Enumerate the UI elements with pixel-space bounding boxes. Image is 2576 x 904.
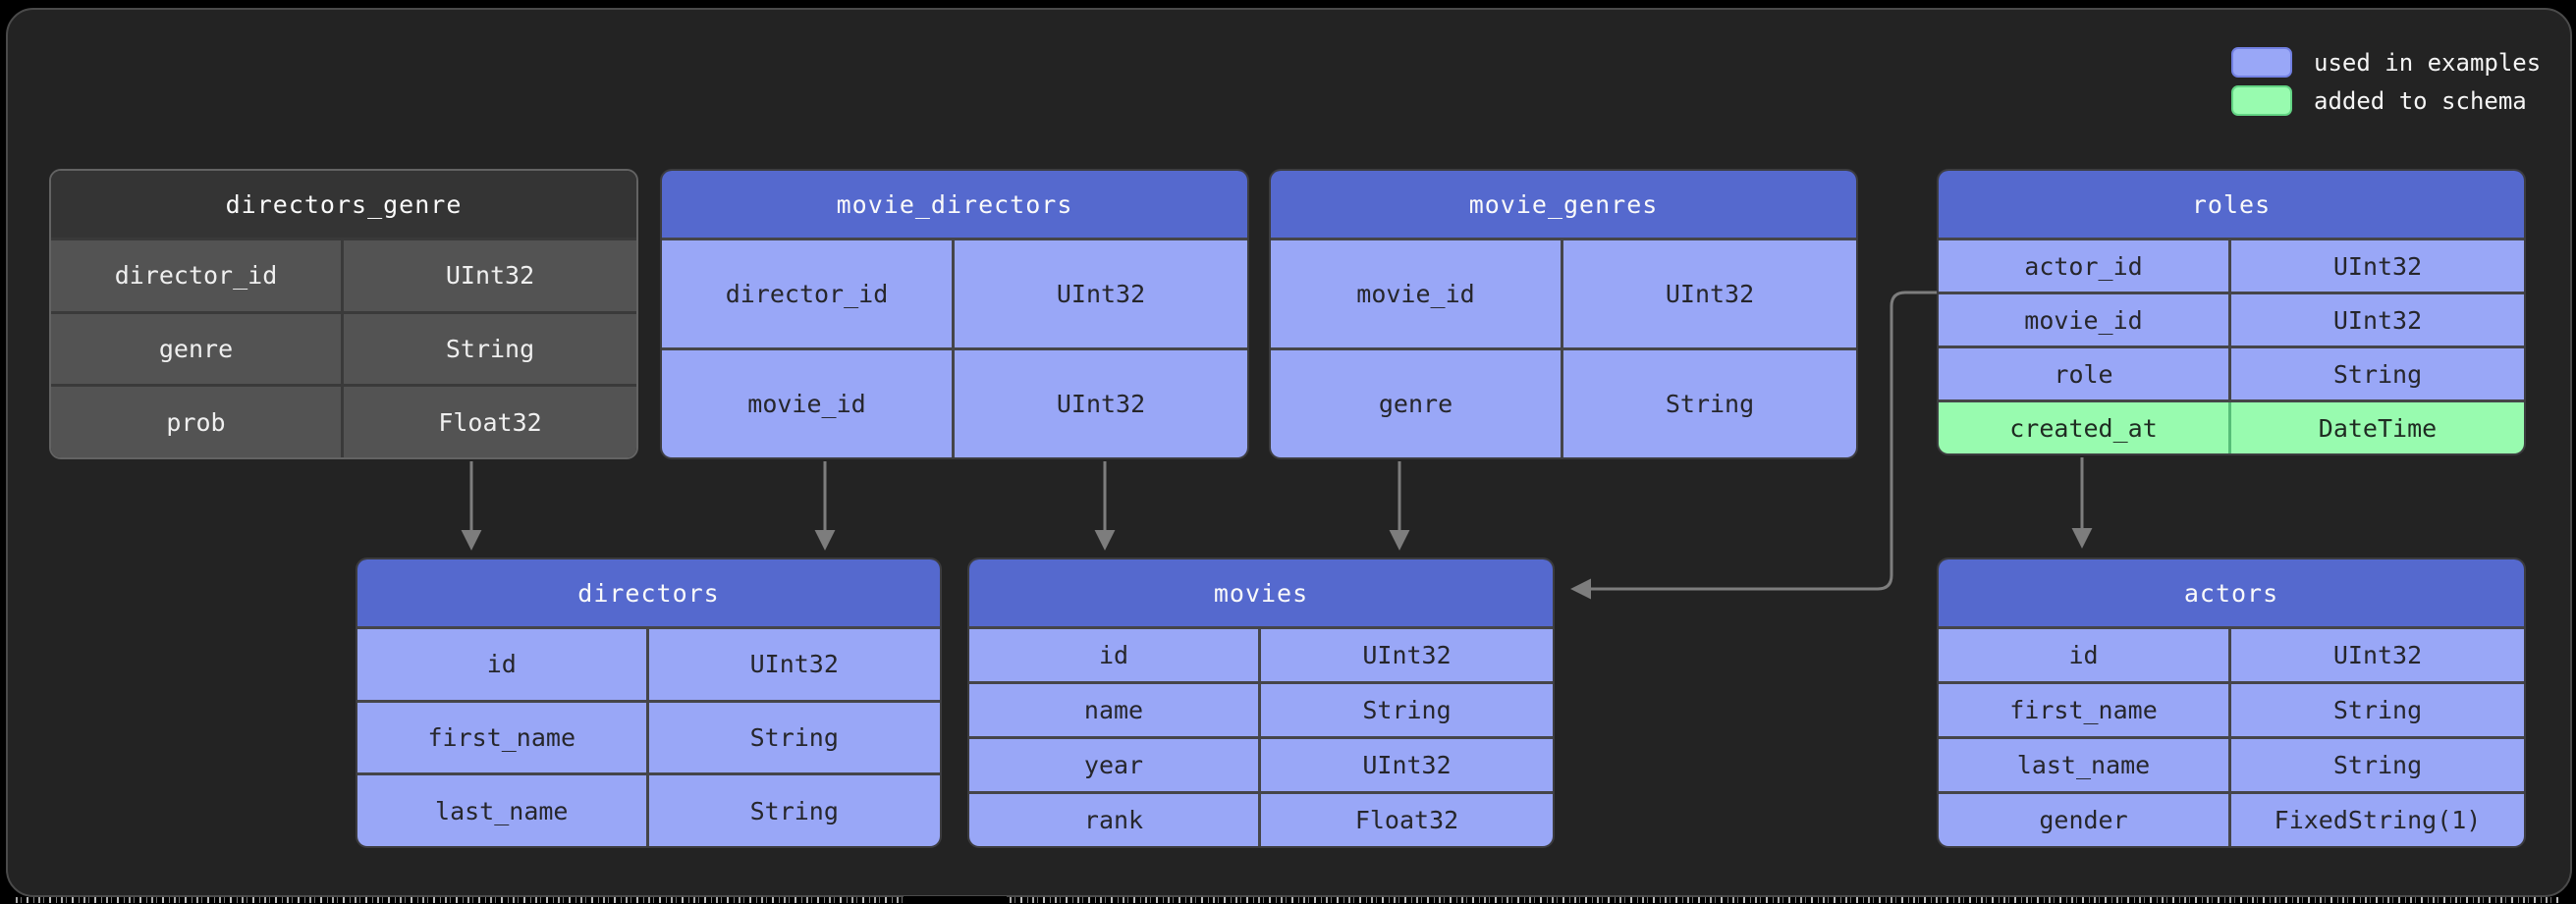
legend-swatch-added-to-schema [2231,85,2292,116]
field-name: director_id [51,240,344,311]
field-type: String [749,796,839,825]
legend-swatch-used-in-examples [2231,47,2292,78]
clipped-text-artifact-gap [904,896,1007,904]
field-name: last_name [357,775,649,846]
field-name: movie_id [1271,240,1563,347]
table-title: roles [1939,171,2524,238]
table-row: year UInt32 [969,736,1553,791]
field-type: String [1362,696,1452,724]
field-type: UInt32 [1362,641,1452,669]
field-name: id [357,629,649,700]
field-name: genre [51,313,344,385]
table-row: id UInt32 [969,626,1553,681]
legend-item-added: added to schema [2231,85,2541,116]
legend-label: used in examples [2314,48,2542,77]
field-name: prob [51,387,344,457]
field-name: id [969,629,1261,681]
table-row: genre String [1271,347,1856,457]
table-row: id UInt32 [1939,626,2524,681]
table-row: name String [969,681,1553,736]
field-name: last_name [1939,739,2231,791]
field-name: first_name [1939,684,2231,736]
field-name: name [969,684,1261,736]
table-row: genre String [51,310,636,385]
field-type: FixedString(1) [2274,806,2482,834]
legend-label: added to schema [2314,86,2527,115]
field-type: String [749,723,839,752]
field-type: String [2332,751,2423,779]
table-row: gender FixedString(1) [1939,791,2524,846]
table-row: director_id UInt32 [51,238,636,311]
table-title: actors [1939,559,2524,626]
field-name: actor_id [1939,240,2231,292]
field-name: year [969,739,1261,791]
field-type: Float32 [1354,806,1459,834]
table-title: directors [357,559,940,626]
field-name: created_at [1939,402,2231,453]
table-row: role String [1939,346,2524,399]
field-name: first_name [357,702,649,773]
field-type: DateTime [2318,413,2438,443]
field-type: UInt32 [2332,641,2423,669]
field-name: genre [1271,350,1563,457]
legend-item-used: used in examples [2231,47,2541,78]
table-title: movie_directors [662,171,1247,238]
field-type: String [1665,390,1755,418]
table-row: movie_id UInt32 [1939,292,2524,346]
field-type: UInt32 [1665,280,1755,308]
field-type: String [2332,696,2423,724]
field-type: UInt32 [2332,251,2423,281]
field-type: UInt32 [2332,305,2423,335]
table-row: created_at DateTime [1939,399,2524,453]
field-type: String [445,335,535,363]
table-row: first_name String [357,699,940,773]
table-row: actor_id UInt32 [1939,238,2524,292]
field-type: UInt32 [1362,751,1452,779]
field-name: director_id [662,240,955,347]
table-row: movie_id UInt32 [1271,238,1856,347]
field-type: UInt32 [1056,280,1146,308]
table-row: last_name String [1939,736,2524,791]
field-type: Float32 [438,407,542,437]
table-row: movie_id UInt32 [662,347,1247,457]
field-name: movie_id [1939,294,2231,346]
table-row: prob Float32 [51,384,636,457]
table-title: movies [969,559,1553,626]
table-row: first_name String [1939,681,2524,736]
clipped-text-artifact [16,897,2559,903]
legend: used in examples added to schema [2231,47,2541,116]
field-name: gender [1939,794,2231,846]
field-type: UInt32 [445,261,535,291]
field-type: UInt32 [749,650,839,679]
field-name: role [1939,348,2231,399]
field-name: movie_id [662,350,955,457]
table-row: director_id UInt32 [662,238,1247,347]
table-title: movie_genres [1271,171,1856,238]
table-title: directors_genre [51,171,636,238]
table-row: last_name String [357,772,940,846]
field-type: String [2332,359,2423,389]
table-row: id UInt32 [357,626,940,700]
field-name: id [1939,629,2231,681]
field-name: rank [969,794,1261,846]
field-type: UInt32 [1056,390,1146,418]
table-row: rank Float32 [969,791,1553,846]
